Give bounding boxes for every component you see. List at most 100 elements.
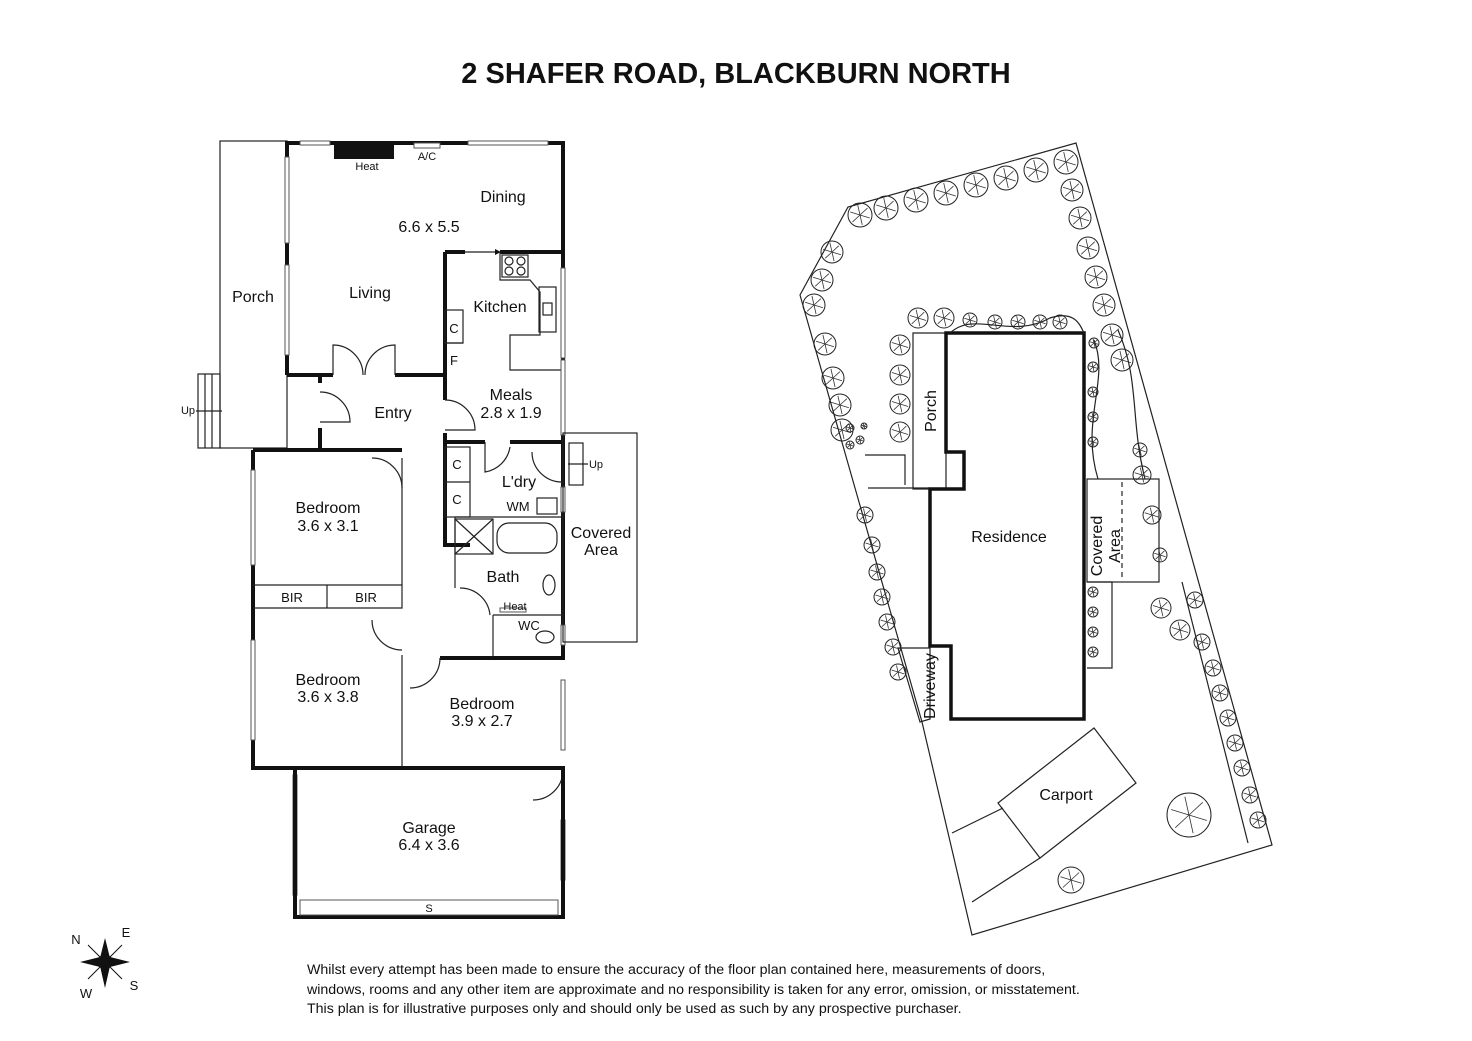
tree-branch	[876, 571, 884, 575]
tree-branch	[839, 404, 850, 409]
tree-branch	[941, 309, 945, 319]
tree-branch	[1092, 611, 1095, 617]
tree-branch	[1159, 554, 1166, 558]
room-label-bir-2: BIR	[355, 590, 377, 605]
tree-icon	[884, 638, 902, 656]
ac-unit-icon	[413, 142, 441, 149]
tree-branch	[846, 443, 851, 446]
tree-branch	[1077, 208, 1081, 219]
tree-branch	[1059, 321, 1062, 328]
tree-icon	[845, 423, 855, 433]
tree-branch	[1062, 186, 1073, 191]
tree-icon	[873, 195, 899, 221]
tree-branch	[892, 646, 900, 650]
site-label-porch: Porch	[923, 390, 940, 432]
tree-branch	[899, 431, 909, 435]
tree-branch	[945, 192, 956, 197]
tree-branch	[943, 317, 953, 321]
tree-branch	[1092, 628, 1097, 633]
tree-icon	[1249, 811, 1267, 829]
tree-branch	[814, 279, 823, 287]
tree-branch	[848, 424, 851, 429]
tree-branch	[1175, 814, 1190, 829]
tree-branch	[937, 317, 945, 325]
tree-branch	[1063, 151, 1067, 163]
tree-branch	[1062, 879, 1072, 888]
tree-branch	[1093, 342, 1096, 348]
tree-branch	[1092, 441, 1098, 444]
tree-branch	[881, 596, 889, 600]
tree-icon	[1132, 442, 1148, 458]
tree-branch	[1227, 717, 1230, 725]
tree-branch	[1139, 467, 1143, 476]
room-label-garage: Garage	[402, 820, 455, 837]
tree-branch	[1087, 247, 1098, 252]
tree-branch	[811, 295, 815, 306]
tree-branch	[1121, 359, 1125, 370]
tree-icon	[1186, 591, 1204, 609]
trees	[802, 149, 1267, 894]
tree-icon	[855, 435, 865, 445]
tree-branch	[899, 425, 907, 433]
tree-branch	[825, 377, 834, 385]
tree-branch	[975, 184, 986, 189]
tree-branch	[1102, 331, 1113, 336]
tree-branch	[973, 174, 977, 186]
room-label-bir-1: BIR	[281, 590, 303, 605]
site-label-residence: Residence	[971, 529, 1047, 546]
tree-branch	[806, 304, 815, 312]
tree-branch	[1241, 767, 1249, 771]
tree-branch	[1159, 554, 1162, 561]
tree-branch	[1013, 321, 1019, 327]
tree-branch	[1088, 276, 1097, 284]
room-label-kitchen: Kitchen	[473, 299, 526, 316]
tree-icon	[1053, 149, 1079, 175]
tree-icon	[810, 268, 834, 292]
tree-branch	[1072, 217, 1081, 225]
tree-branch	[989, 319, 996, 323]
tree-icon	[1087, 436, 1099, 448]
tree-branch	[1088, 415, 1094, 418]
tree-branch	[822, 334, 826, 345]
tree-icon	[1032, 314, 1048, 330]
tree-branch	[1078, 244, 1089, 249]
tree-branch	[870, 569, 878, 573]
tree-branch	[1060, 876, 1072, 881]
tree-branch	[1056, 158, 1067, 163]
tree-branch	[1251, 817, 1259, 821]
tree-icon	[907, 307, 929, 329]
room-size-bedroom-1: 3.6 x 3.1	[297, 518, 358, 535]
tree-branch	[1151, 514, 1160, 518]
tree-branch	[1089, 651, 1094, 656]
tree-branch	[859, 214, 870, 219]
tree-branch	[1028, 169, 1037, 178]
tree-branch	[892, 671, 899, 677]
tree-branch	[886, 644, 894, 648]
tree-branch	[969, 319, 976, 323]
tree-branch	[1234, 738, 1241, 744]
tree-icon	[1010, 314, 1026, 330]
tree-branch	[1226, 711, 1229, 719]
tree-branch	[1092, 416, 1095, 422]
tree-branch	[1141, 474, 1145, 483]
tree-branch	[899, 431, 903, 441]
tree-branch	[893, 403, 901, 411]
windows	[250, 140, 566, 896]
tree-branch	[1092, 441, 1095, 447]
label-garage-door: S	[425, 903, 432, 915]
tree-icon	[1211, 684, 1229, 702]
tree-branch	[1088, 650, 1094, 653]
tree-branch	[817, 343, 826, 351]
tree-branch	[1146, 514, 1153, 521]
tree-branch	[1193, 593, 1196, 601]
label-washing-machine: WM	[506, 499, 529, 514]
tree-branch	[1088, 390, 1094, 393]
tree-branch	[1095, 276, 1099, 287]
tree-branch	[1188, 814, 1194, 834]
tree-branch	[994, 317, 1000, 323]
tree-branch	[1079, 217, 1090, 222]
tree-branch	[1092, 338, 1095, 344]
tree-branch	[1221, 715, 1229, 719]
room-size-bedroom-3: 3.9 x 2.7	[451, 713, 512, 730]
tree-icon	[1087, 606, 1099, 618]
